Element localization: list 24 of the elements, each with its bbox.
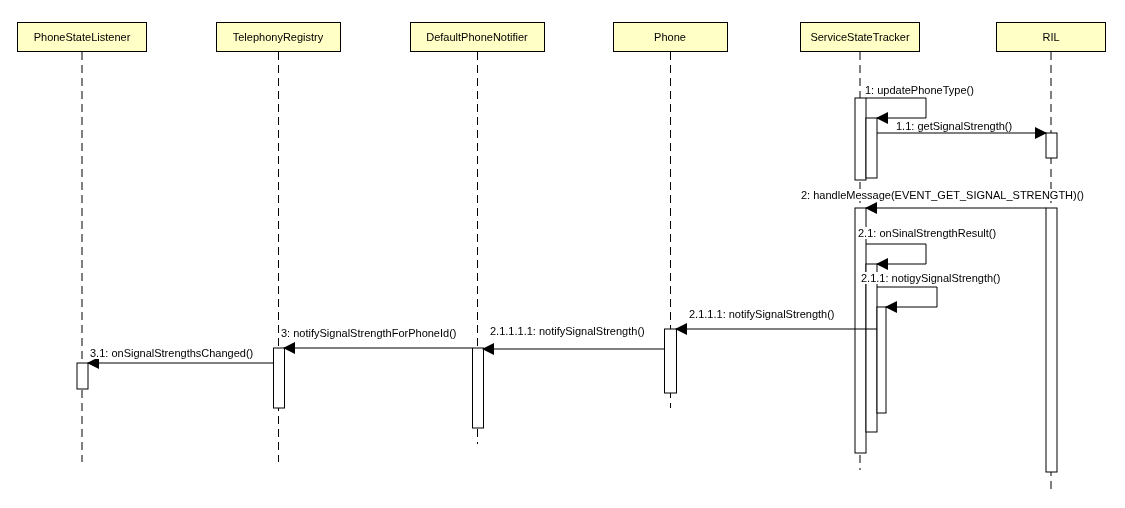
self-message-arrow: [865, 243, 927, 270]
message-label: 2.1: onSinalStrengthResult(): [857, 227, 998, 239]
message-label: 3: notifySignalStrengthForPhoneId(): [280, 327, 458, 339]
message-arrow: [876, 127, 1047, 139]
message-arrow: [283, 342, 473, 354]
self-message-arrow: [876, 286, 938, 313]
participant-box: RIL: [996, 22, 1106, 52]
participant-box: ServiceStateTracker: [800, 22, 920, 52]
participant-box: PhoneStateListener: [17, 22, 147, 52]
message-label: 3.1: onSignalStrengthsChanged(): [89, 347, 255, 359]
message-label: 2.1.1.1: notifySignalStrength(): [688, 308, 836, 320]
message-arrow: [675, 323, 878, 335]
participant-box: TelephonyRegistry: [215, 22, 341, 52]
participant-box: DefaultPhoneNotifier: [409, 22, 545, 52]
self-message-arrow: [865, 97, 927, 124]
message-label: 2.1.1.1.1: notifySignalStrength(): [489, 325, 646, 337]
message-label: 1: updatePhoneType(): [864, 84, 975, 96]
message-arrow: [482, 343, 665, 355]
message-arrow: [87, 357, 274, 369]
participant-box: Phone: [612, 22, 728, 52]
message-label: 2: handleMessage(EVENT_GET_SIGNAL_STRENGTH)(): [800, 189, 1086, 201]
message-arrow: [865, 202, 1047, 214]
message-label: 1.1: getSignalStrength(): [895, 120, 1014, 132]
message-label: 2.1.1: notigySignalStrength(): [860, 272, 1002, 284]
